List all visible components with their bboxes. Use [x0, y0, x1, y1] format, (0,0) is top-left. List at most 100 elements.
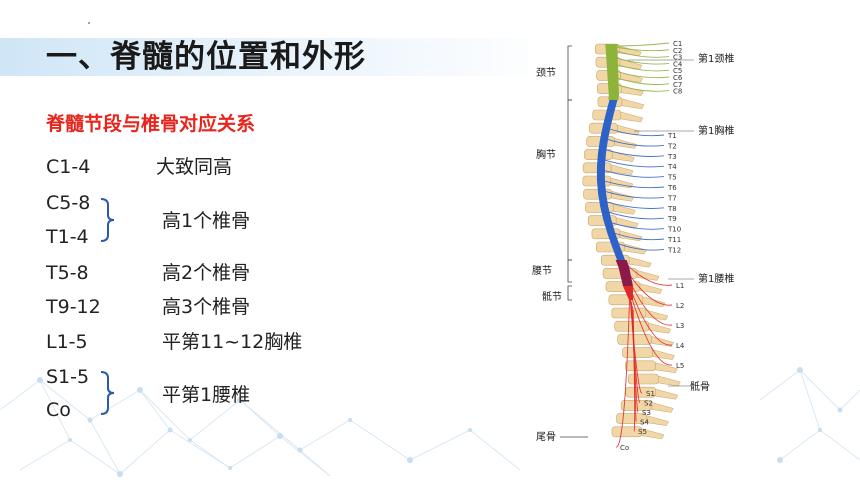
nerve-label: T11: [667, 236, 681, 244]
left-brackets: [560, 45, 588, 438]
spinal-nerve: [605, 210, 665, 220]
vertebra: [583, 188, 612, 200]
decorative-dot: [88, 22, 90, 24]
spinous-process: [628, 256, 652, 268]
nerve-label: Co: [620, 444, 629, 452]
spinous-process: [642, 296, 666, 308]
spinal-nerve: [602, 148, 665, 157]
nerve-label: C2: [673, 47, 682, 55]
nerve-label: T1: [667, 132, 677, 140]
cord-sacral-segment: [622, 286, 634, 300]
row-desc-t5-8: 高2个椎骨: [162, 262, 251, 284]
spinous-process: [650, 402, 674, 413]
spinal-nerve: [615, 293, 631, 448]
row-desc-l1-5: 平第11~12胸椎: [162, 331, 303, 353]
vertebra: [582, 175, 612, 187]
network-background-decoration: [0, 367, 860, 477]
spinous-process: [641, 428, 665, 440]
spinous-process: [612, 151, 635, 162]
vertebra: [625, 360, 656, 372]
brace-desc-c5-t4: 高1个椎骨: [162, 210, 251, 232]
label-coccyx: 尾骨: [536, 431, 556, 443]
brace-icon: [100, 371, 115, 415]
spinous-process: [651, 336, 674, 347]
nerve-label: C8: [673, 88, 682, 96]
nerve-root-labels: C1C2C3C4C5C6C7C8T1T2T3T4T5T6T7T8T9T10T11…: [620, 40, 685, 452]
spinous-process: [610, 164, 634, 176]
title-band: [0, 38, 560, 76]
row-desc-c1-4: 大致同高: [156, 156, 233, 178]
spinous-process: [615, 217, 639, 228]
spinal-cord-diagram: 颈节 胸节 腰节 骶节 尾骨 第1颈椎 第1胸椎 第1腰椎 骶骨 C1C2C3C…: [528, 38, 756, 458]
spinous-process: [636, 270, 660, 281]
nerve-label: T4: [667, 163, 677, 171]
vertebra: [617, 334, 652, 345]
spinal-nerve: [604, 137, 665, 147]
row-code-t9-12: T9-12: [46, 296, 101, 318]
cord-cervical-segment: [605, 44, 619, 100]
nerve-label: T8: [667, 205, 677, 213]
spinous-process: [624, 243, 647, 255]
row-code-t1-4: T1-4: [46, 226, 89, 248]
nerve-label: T9: [667, 215, 677, 223]
row-code-t5-8: T5-8: [46, 262, 89, 284]
spinal-nerve: [600, 179, 665, 189]
nerve-label: S4: [640, 419, 649, 427]
spinal-nerve: [601, 189, 665, 199]
spinal-cord: [596, 44, 634, 300]
row-code-s1-5: S1-5: [46, 366, 90, 388]
nerve-label: T3: [667, 153, 677, 161]
spinal-nerve: [600, 169, 665, 178]
spinous-process: [611, 190, 634, 202]
row-desc-t9-12: 高3个椎骨: [162, 296, 251, 318]
row-code-l1-5: L1-5: [46, 331, 88, 353]
spinous-process: [621, 98, 645, 110]
label-cervical-segment: 颈节: [536, 67, 556, 79]
label-leader-lines: [628, 59, 694, 387]
page-title: 一、脊髓的位置和外形: [46, 39, 366, 75]
brace-desc-s1-co: 平第1腰椎: [162, 384, 251, 406]
spinous-process: [645, 309, 669, 321]
spinal-nerve: [610, 231, 665, 241]
nerve-label: T12: [667, 246, 681, 254]
label-first-thoracic: 第1胸椎: [698, 124, 734, 137]
nerve-label: T2: [667, 142, 677, 150]
row-code-c5-8: C5-8: [46, 192, 91, 214]
nerve-label: T10: [667, 226, 681, 234]
spinous-process: [655, 362, 678, 374]
nerve-label: C6: [673, 74, 683, 82]
label-lumbar-segment: 腰节: [532, 265, 552, 277]
spinous-process: [620, 72, 643, 83]
nerve-label: C7: [673, 81, 682, 89]
label-sacral-segment: 骶节: [542, 291, 562, 303]
nerve-label: L2: [676, 302, 684, 310]
spinal-nerves: [600, 42, 673, 448]
label-thoracic-segment: 胸节: [536, 148, 556, 161]
brace-icon: [100, 198, 115, 242]
label-sacrum: 骶骨: [690, 381, 710, 393]
nerve-label: C4: [673, 60, 683, 68]
cord-lumbar-segment: [615, 260, 633, 286]
nerve-label: L5: [676, 362, 684, 370]
spinal-nerve: [607, 221, 665, 230]
nerve-label: C1: [673, 40, 682, 48]
nerve-label: T5: [667, 174, 677, 182]
vertebra: [628, 373, 659, 385]
spinal-nerve: [631, 305, 637, 422]
nerve-label: S2: [644, 400, 653, 408]
spinal-nerve: [606, 127, 665, 137]
nerve-label: T7: [667, 194, 677, 202]
label-first-lumbar: 第1腰椎: [698, 272, 734, 285]
nerve-label: S1: [646, 390, 655, 398]
spinous-process: [620, 111, 644, 123]
spinal-nerve: [601, 158, 665, 168]
spinous-process: [655, 388, 679, 400]
row-code-co: Co: [46, 399, 71, 421]
nerve-label: L1: [676, 282, 684, 290]
spinous-process: [613, 204, 636, 215]
nerve-label: L3: [676, 322, 684, 330]
nerve-label: C3: [673, 54, 682, 62]
label-first-cervical: 第1颈椎: [698, 52, 734, 65]
spinous-process: [646, 415, 669, 426]
